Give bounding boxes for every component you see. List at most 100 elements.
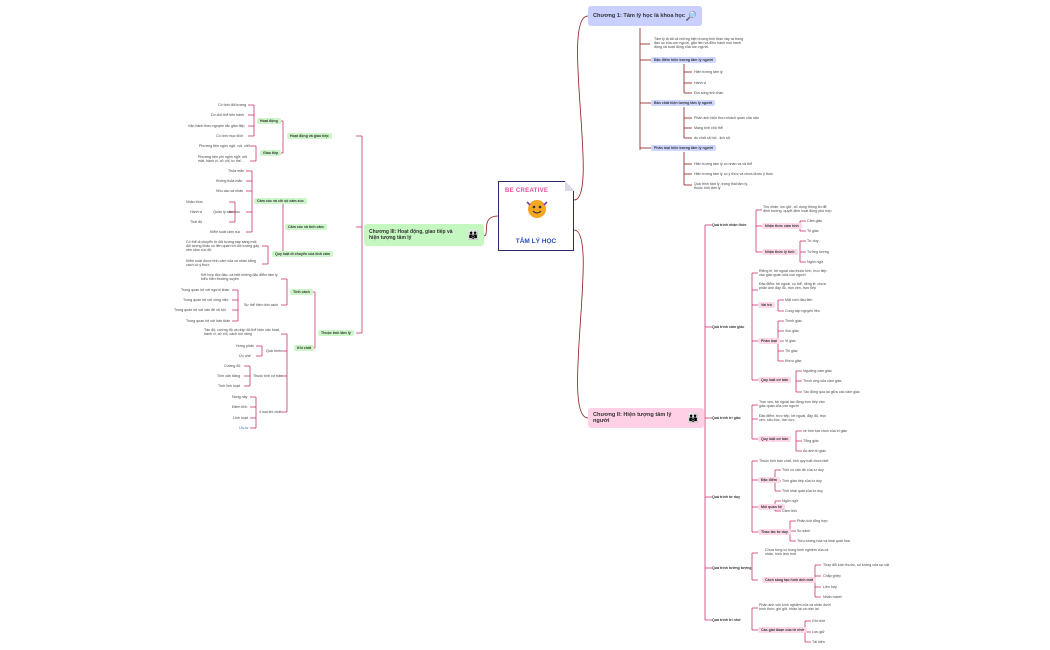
ch3-hoatdong-item: Có tính đối tượng: [218, 103, 247, 107]
ch3-quatrinh-item: Ức chế: [239, 354, 251, 358]
ch3-hoatdong-item: Vận hành theo nguyên tắc gián tiếp: [188, 124, 245, 128]
ch3-hoatdong-node[interactable]: Hoạt động: [257, 118, 281, 124]
ch3-quatrinh-item: Hưng phấn: [236, 344, 254, 348]
ch2-camtinh-item: Tri giác: [807, 229, 819, 233]
ch2-tuongtuong-item: Thay đổi kích thước, số lượng của sự vật: [823, 563, 890, 567]
ch2-camgiac-desc: Đặc điểm: bề ngoài, cụ thể, riêng lẻ, ch…: [759, 282, 826, 291]
ch3-hoatdong-item: Có tính mục đích: [216, 134, 244, 138]
ch3-kieu-item: Điềm tĩnh: [232, 405, 248, 409]
ch3-kieu-item: Linh hoạt: [233, 416, 248, 420]
ch2-trinho-desc: Phản ánh vốn kinh nghiệm của cá nhân dướ…: [759, 603, 831, 612]
central-topic-title: TÂM LÝ HỌC: [515, 238, 557, 245]
ch2-camgiac-node[interactable]: Quá trình cảm giác: [712, 325, 745, 329]
ch2-lytinh-item: Tưởng tượng: [807, 250, 829, 254]
ch2-trinho-giaidoan-node[interactable]: Các giai đoạn của trí nhớ: [758, 627, 808, 633]
ch3-suthe-item: Trong quan hệ với công việc: [183, 298, 229, 302]
ch3-kieu-node[interactable]: 4 loại khí chất: [259, 410, 282, 414]
people-at-desk-icon: 👪: [467, 230, 479, 240]
chapter-2-title: Chương II: Hiện tượng tâm lý người: [593, 412, 672, 424]
ch3-suthe-item: Trong quan hệ với bản thân: [186, 319, 231, 323]
ch2-tuduy-thaotac-node[interactable]: Thao tác tư duy: [758, 529, 791, 535]
ch2-tuongtuong-desc: Chưa từng có trong kinh nghiệm của cá nh…: [765, 548, 829, 557]
ch3-quyluat-item: Có thể di chuyển từ đối tượng này sang m…: [186, 240, 260, 253]
ch2-lytinh-item: Tư duy: [807, 239, 819, 243]
ch2-tuduy-node[interactable]: Quá trình tư duy: [712, 495, 741, 499]
ch2-tuduy-dacdiem-item: Tính có vấn đề của tư duy: [782, 468, 824, 472]
ch2-trigiac-node[interactable]: Quá trình tri giác: [712, 416, 741, 420]
chapter-1-title: Chương 1: Tâm lý học là khoa học: [593, 13, 685, 19]
ch3-khichat-node[interactable]: Khí chất: [294, 345, 315, 351]
ch2-trinho-node[interactable]: Quá trình trí nhớ: [712, 618, 741, 622]
ch3-capdo-item: Không thỏa mãn: [216, 179, 243, 183]
ch2-camgiac-phanloai-item: Thị giác: [785, 349, 798, 353]
ch3-thuoctinhcb-item: Tính cân bằng: [217, 374, 240, 378]
ch2-camgiac-phanloai-node[interactable]: Phân loại: [758, 338, 780, 344]
chapter-2-node[interactable]: Chương II: Hiện tượng tâm lý người 👪: [588, 408, 704, 428]
ch2-tuduy-moiquanhe-node[interactable]: Mối quan hệ: [758, 504, 785, 510]
ch2-tuongtuong-item: Nhấn mạnh: [823, 595, 842, 599]
ch3-quanly-node[interactable]: Quản lý cảm xúc: [213, 210, 240, 214]
ch2-trinho-item: Lưu giữ: [812, 630, 825, 634]
ch3-quanly-item: Hành vi: [190, 210, 203, 214]
ch2-trinho-item: Tái hiện: [812, 640, 825, 644]
be-creative-tag: BE CREATIVE: [505, 188, 549, 194]
ch2-tuduy-moiquanhe-item: Ngôn ngữ: [782, 499, 798, 503]
ch2-trigiac-quyluat-node[interactable]: Quy luật cơ bản: [758, 436, 792, 442]
ch2-tuongtuong-item: Liên hợp: [823, 585, 838, 589]
ch2-lytinh-node[interactable]: Nhận thức lý tính: [762, 249, 798, 255]
ch2-vaitro-item: Mặt xích đầu tiên: [785, 298, 813, 302]
ch2-camtinh-node[interactable]: Nhận thức cảm tính: [762, 223, 802, 229]
ch3-camxuc-node[interactable]: Cảm xúc và tình cảm: [285, 224, 327, 230]
ch2-trinho-item: Ghi nhớ: [812, 619, 825, 623]
ch3-tinhcach-desc: Kết hợp độc đáo, cá biệt những đặc điểm …: [201, 273, 278, 282]
central-topic-card[interactable]: BE CREATIVE TÂM LÝ HỌC: [498, 180, 575, 251]
page-fold-icon: [564, 180, 575, 191]
ch2-camgiac-phanloai-item: Vị giác: [785, 339, 796, 343]
chapter-1-node[interactable]: Chương 1: Tâm lý học là khoa học 🔎: [588, 6, 702, 26]
ch2-camgiac-phanloai-item: Thính giác: [785, 319, 802, 323]
ch1-dacdiem-node[interactable]: Đặc điểm hiện tượng tâm lý người: [651, 57, 717, 63]
ch1-phanloai-item: Quá trình tâm lý, trạng thái tâm lý, thu…: [694, 182, 749, 191]
ch3-giaotiep-item: Phương tiện ngôn ngữ, nói, viết: [199, 144, 250, 148]
ch3-quyluat-node[interactable]: Quy luật di chuyển của tình cảm: [272, 251, 334, 257]
ch2-tuduy-dacdiem-node[interactable]: Đặc điểm: [758, 477, 780, 483]
ch3-thuoctinh-node[interactable]: Thuộc tính tâm lý: [318, 330, 354, 336]
ch2-nhanthuc-node[interactable]: Quá trình nhận thức: [712, 223, 747, 227]
ch3-hdgt-node[interactable]: Hoạt động và giao tiếp: [287, 133, 332, 139]
ch3-capdo-node[interactable]: Cảm xúc và chỉ số cảm xúc: [254, 198, 307, 204]
ch3-giaotiep-item: Phương tiện phi ngôn ngữ: nét mặt, hành …: [198, 155, 248, 164]
ch3-quatrinh-node[interactable]: Quá trình: [266, 349, 281, 353]
ch3-tinhcach-node[interactable]: Tính cách: [290, 289, 313, 295]
ch3-thuoctinhcb-node[interactable]: Thuộc tính cơ bản: [253, 374, 283, 378]
ch2-tuongtuong-node[interactable]: Quá trình tưởng tượng: [712, 566, 752, 570]
ch3-quyluat-item: Kiểm soát được tình cảm của cá nhân bằng…: [186, 259, 256, 268]
ch1-phanloai-node[interactable]: Phân loại hiện tượng tâm lý người: [651, 145, 717, 151]
ch2-trigiac-desc: Trọn vẹn, bề ngoài tác động trực tiếp và…: [759, 400, 825, 409]
ch1-dacdiem-item: Đời sống tinh thần: [694, 91, 724, 95]
ch2-tuduy-dacdiem-item: Tính gián tiếp của tư duy: [782, 479, 822, 483]
ch3-suthe-node[interactable]: Sự thể hiện tính cách: [244, 303, 279, 307]
ch2-camgiac-quyluat-item: Tác động qua lại giữa các cảm giác: [803, 390, 860, 394]
ch3-suthe-item: Trong quan hệ với vấn đề xã hội: [174, 308, 226, 312]
ch3-giaotiep-node[interactable]: Giao tiếp: [260, 150, 282, 156]
ch2-vaitro-node[interactable]: Vai trò: [758, 302, 775, 308]
ch3-capdo-item: Thỏa mãn: [228, 169, 245, 173]
creative-mascot-icon: [526, 200, 548, 218]
ch3-kieu-item: Nóng nảy: [232, 395, 248, 399]
ch3-hoatdong-item: Do chủ thể tiến hành: [211, 113, 245, 117]
ch1-phanloai-item: Hiện tượng tâm lý có nhân và xã thể: [694, 162, 753, 166]
ch2-tuduy-thaotac-item: So sánh: [797, 529, 811, 533]
ch2-camgiac-phanloai-item: Xúc giác: [785, 329, 799, 333]
ch2-camgiac-quyluat-node[interactable]: Quy luật cơ bản: [758, 377, 792, 383]
chapter-3-node[interactable]: Chương III: Hoạt động, giao tiếp và hiện…: [364, 224, 484, 246]
ch3-khichat-desc: Tần độ, cường độ và nhịp độ thể hiện các…: [204, 328, 280, 337]
ch3-quanly-item: Thái độ: [190, 220, 202, 224]
ch3-quanly-item: Nhận thức: [186, 200, 203, 204]
ch3-thuoctinhcb-item: Tính linh hoạt: [218, 384, 240, 388]
ch2-tuduy-thaotac-item: Trừu tượng hóa và khái quát hóa: [797, 539, 850, 543]
ch2-tuongtuong-cachsang-node[interactable]: Cách sáng tạo hình ảnh mới: [762, 577, 817, 583]
ch2-lytinh-item: Ngôn ngữ: [807, 260, 823, 264]
ch1-banchat-node[interactable]: Bản chất hiện tượng tâm lý người: [651, 100, 716, 106]
ch2-tuduy-thaotac-item: Phân tích tổng hợp: [797, 519, 828, 523]
